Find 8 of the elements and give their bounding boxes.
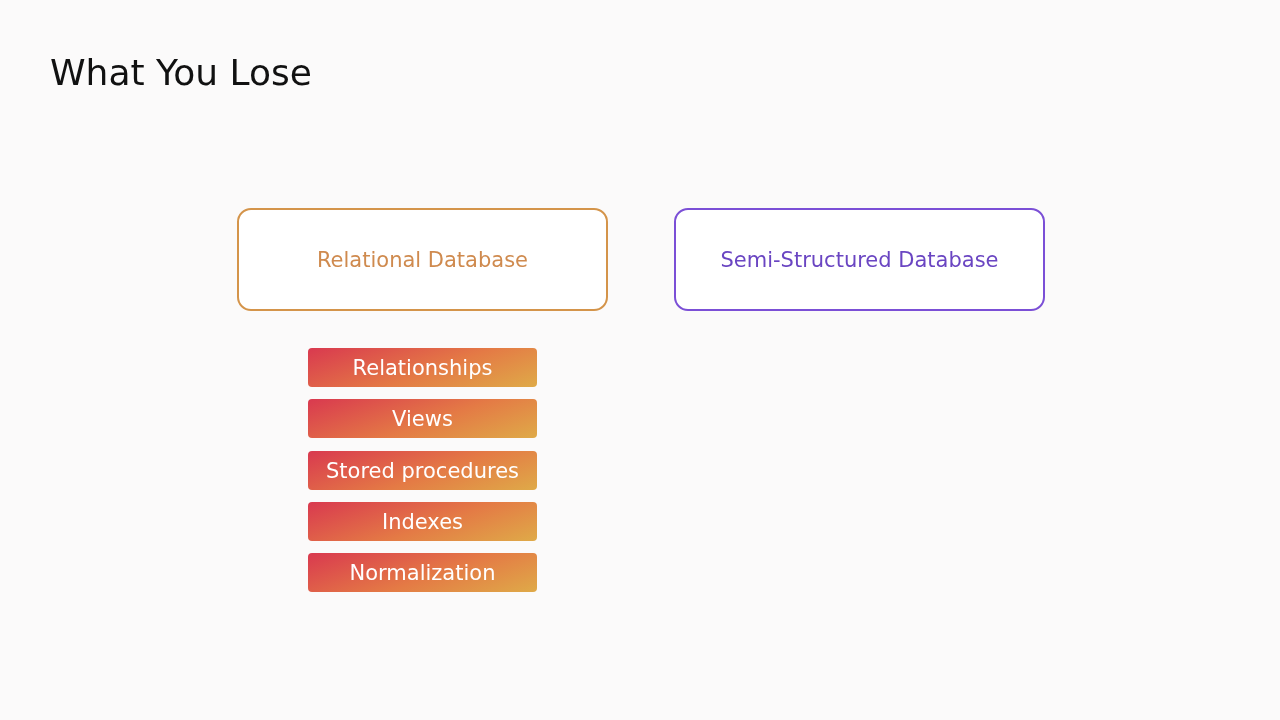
feature-label: Indexes — [308, 502, 537, 541]
feature-label: Stored procedures — [308, 451, 537, 490]
database-box: Relational Database — [237, 208, 608, 311]
feature-label: Normalization — [308, 553, 537, 592]
feature-label: Relationships — [308, 348, 537, 387]
slide-title: What You Lose — [50, 52, 312, 93]
feature-label: Views — [308, 399, 537, 438]
database-box: Semi-Structured Database — [674, 208, 1045, 311]
